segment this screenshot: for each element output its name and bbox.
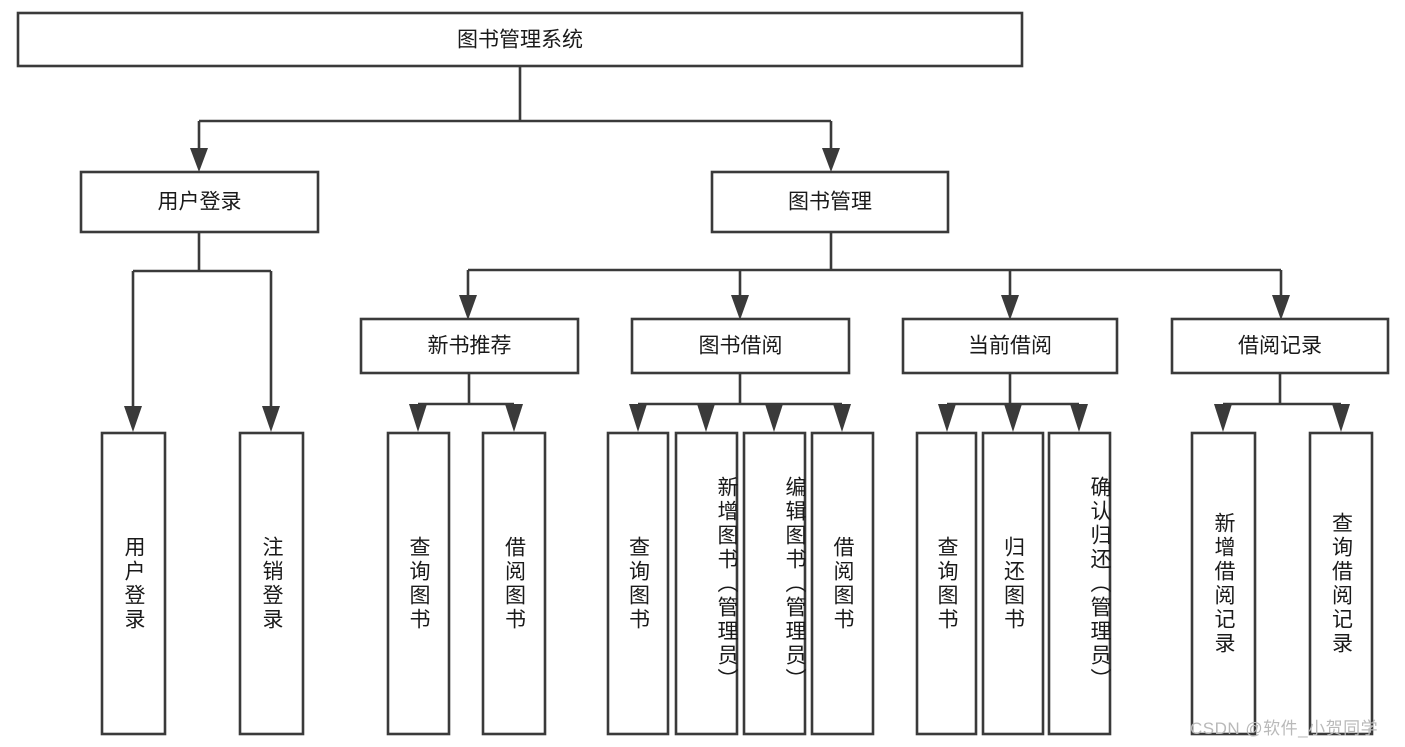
- node-book-borrow-label: 图书借阅: [699, 335, 783, 358]
- connector-group-borrowrecord: [1214, 373, 1350, 432]
- node-current-borrow-label: 当前借阅: [968, 335, 1052, 358]
- arrow-head-leaf-user-login: [124, 406, 142, 432]
- csdn-watermark: CSDN @软件_小贺同学: [1190, 719, 1379, 738]
- leaf-box-logout[interactable]: [238, 431, 305, 736]
- node-borrow-record[interactable]: [1170, 317, 1390, 375]
- arrow-head-cb-leaf2: [1004, 404, 1022, 432]
- leaf-box-bb-borrow-book[interactable]: [810, 431, 875, 736]
- arrow-head-br-leaf1: [1214, 404, 1232, 432]
- arrow-head-book-borrow: [731, 295, 749, 320]
- leaf-box-br-query-record[interactable]: [1308, 431, 1374, 736]
- connector-group-bookborrow: [629, 373, 851, 432]
- arrow-head-nb-leaf2: [505, 404, 523, 432]
- arrow-head-bb-leaf2: [697, 404, 715, 432]
- arrow-head-bb-leaf3: [765, 404, 783, 432]
- leaf-box-bb-query-book[interactable]: [606, 431, 670, 736]
- node-book-borrow[interactable]: [630, 317, 851, 375]
- leaf-box-bb-edit-book[interactable]: [742, 431, 807, 736]
- connector-group-root: [190, 66, 840, 172]
- leaf-box-cb-confirm-return[interactable]: [1047, 431, 1112, 736]
- arrow-head-current-borrow: [1001, 295, 1019, 320]
- connector-group-bookmgmt: [459, 232, 1290, 320]
- node-new-book-recommend[interactable]: [359, 317, 580, 375]
- leaf-box-cb-query-book[interactable]: [915, 431, 978, 736]
- arrow-head-bookmgmt: [822, 148, 840, 172]
- arrow-head-leaf-logout: [262, 406, 280, 432]
- node-user-login-label: 用户登录: [158, 191, 242, 214]
- leaf-box-cb-return-book[interactable]: [981, 431, 1045, 736]
- node-current-borrow[interactable]: [901, 317, 1119, 375]
- arrow-head-userlogin: [190, 148, 208, 172]
- connector-group-newbook: [409, 373, 523, 432]
- connector-group-currentborrow: [938, 373, 1088, 432]
- node-book-management[interactable]: [710, 170, 950, 234]
- node-user-login[interactable]: [79, 170, 320, 234]
- leaf-box-user-login[interactable]: [100, 431, 167, 736]
- leaf-box-nb-borrow-book[interactable]: [481, 431, 547, 736]
- node-new-book-recommend-label: 新书推荐: [428, 335, 512, 358]
- arrow-head-bb-leaf4: [833, 404, 851, 432]
- leaf-box-nb-query-book[interactable]: [386, 431, 451, 736]
- arrow-head-bb-leaf1: [629, 404, 647, 432]
- arrow-head-nb-leaf1: [409, 404, 427, 432]
- connector-group-userlogin: [124, 232, 280, 432]
- arrow-head-br-leaf2: [1332, 404, 1350, 432]
- leaf-box-br-add-record[interactable]: [1190, 431, 1257, 736]
- arrow-head-cb-leaf1: [938, 404, 956, 432]
- arrow-head-cb-leaf3: [1070, 404, 1088, 432]
- node-book-management-label: 图书管理: [788, 191, 872, 214]
- node-borrow-record-label: 借阅记录: [1238, 335, 1322, 358]
- arrow-head-new-book: [459, 295, 477, 320]
- node-root[interactable]: [16, 11, 1024, 68]
- node-root-label: 图书管理系统: [457, 29, 583, 52]
- leaf-box-bb-add-book[interactable]: [674, 431, 739, 736]
- arrow-head-borrow-record: [1272, 295, 1290, 320]
